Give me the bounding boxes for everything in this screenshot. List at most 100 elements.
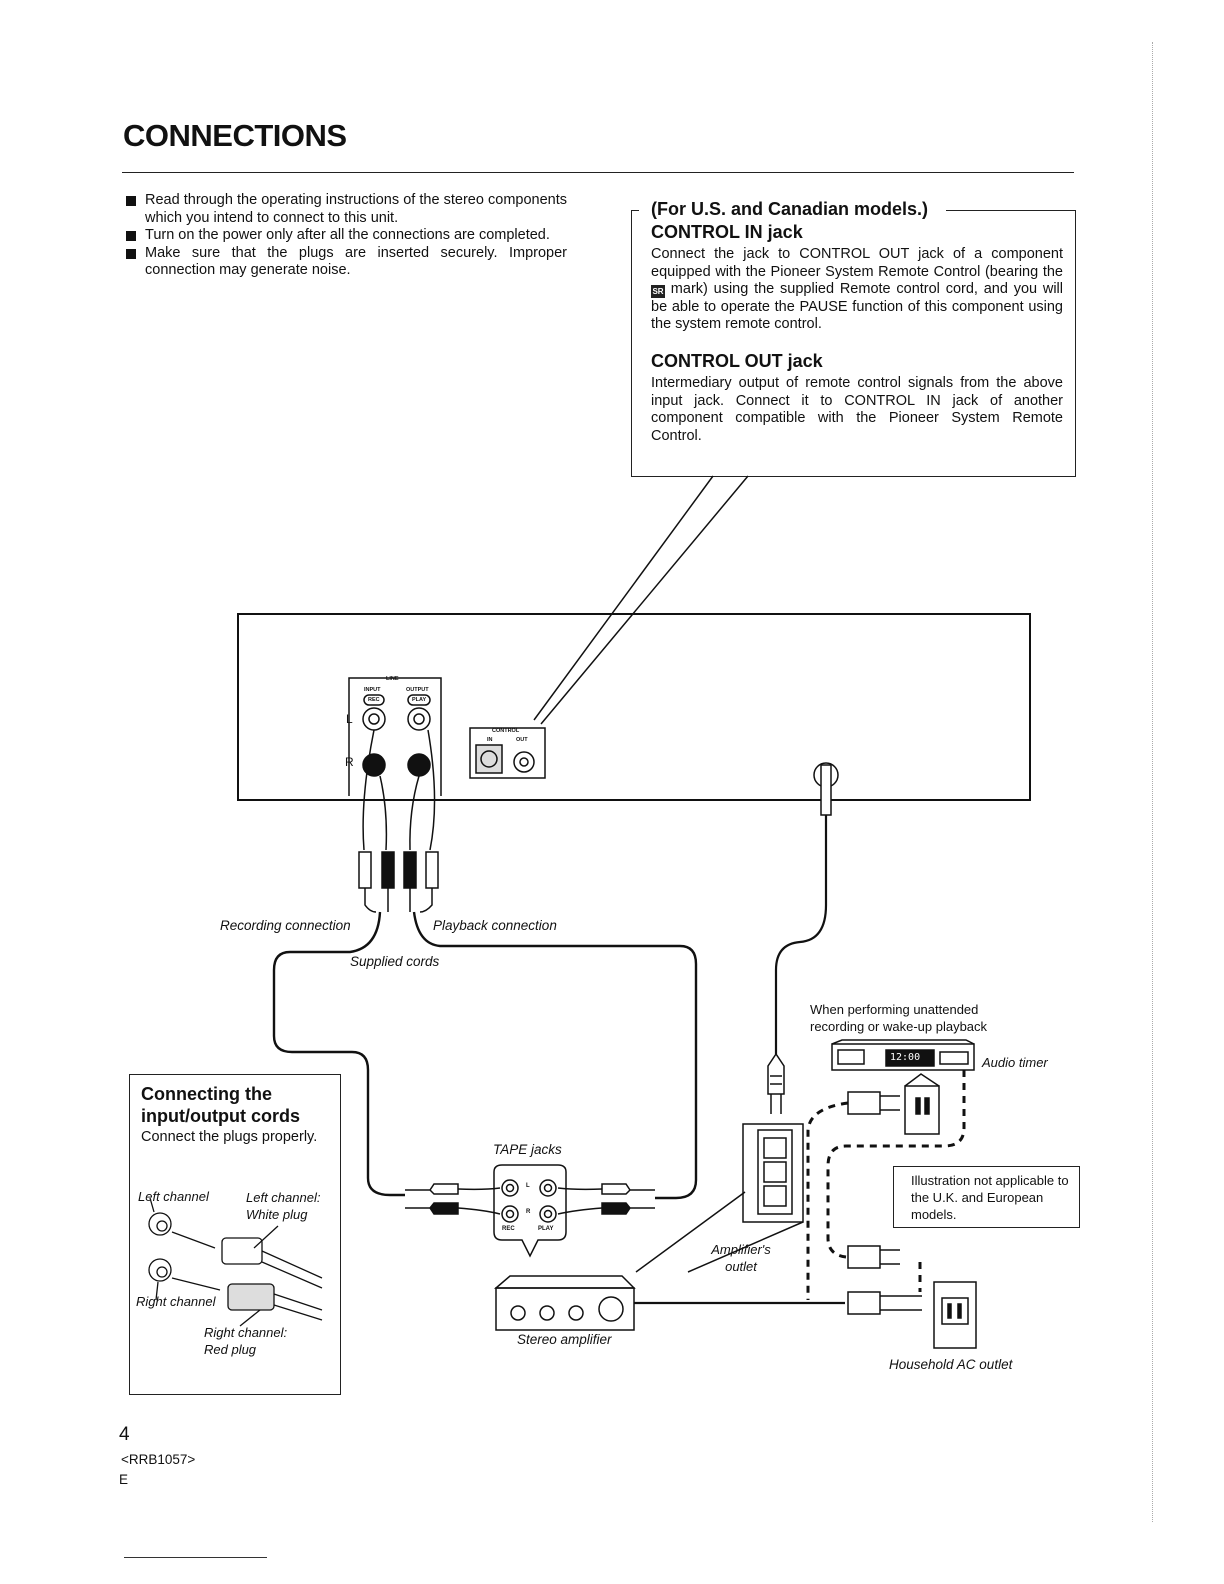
box-top-rule <box>631 210 639 211</box>
control-jack-frame <box>469 727 546 779</box>
tape-play-r-jack <box>539 1205 557 1223</box>
instruction-item: Read through the operating instructions … <box>125 192 567 227</box>
document-code: <RRB1057> <box>121 1452 196 1467</box>
playback-cord <box>412 911 698 1200</box>
control-out-text: Intermediary output of remote control si… <box>651 375 1063 444</box>
control-in-text-part1: Connect the jack to CONTROL OUT jack of … <box>651 246 1063 280</box>
callout-line <box>540 475 749 725</box>
tape-play-label: PLAY <box>538 1226 554 1232</box>
power-cord-strain <box>820 764 832 816</box>
play-badge <box>407 694 431 706</box>
models-subtitle: (For U.S. and Canadian models.) <box>651 199 935 220</box>
control-label: CONTROL <box>492 728 520 734</box>
instruction-item: Make sure that the plugs are inserted se… <box>125 245 567 280</box>
tape-plug-white <box>405 1183 459 1195</box>
amplifier-knob <box>539 1305 555 1321</box>
region-note-box: Illustration not applicable to the U.K. … <box>893 1166 1080 1228</box>
timer-outlet <box>904 1085 940 1135</box>
sr-mark-icon: SR <box>651 285 665 298</box>
supplied-cords-label: Supplied cords <box>350 954 440 969</box>
rca-cable <box>362 729 375 851</box>
rca-cable <box>379 775 388 851</box>
guide-subtext: Connect the plugs properly. <box>141 1129 318 1145</box>
power-cord <box>774 815 828 1054</box>
timer-display <box>885 1049 935 1067</box>
region-code: E <box>119 1472 129 1487</box>
rear-panel <box>237 613 1031 801</box>
line-jack-frame <box>348 677 442 796</box>
audio-timer-label: Audio timer <box>982 1055 1048 1070</box>
rca-plug-white <box>358 851 372 889</box>
connecting-cords-guide-box: Connecting the input/output cords Connec… <box>129 1074 341 1395</box>
amplifier-volume-knob <box>598 1296 624 1322</box>
rca-cable <box>427 729 436 851</box>
rca-cable <box>409 775 420 851</box>
control-out-label: OUT <box>516 737 528 743</box>
amplifier-outlet <box>757 1129 793 1215</box>
recording-cord <box>272 911 405 1197</box>
tape-plug-white <box>601 1183 655 1195</box>
control-in-jack <box>475 744 503 774</box>
amplifier-knob <box>510 1305 526 1321</box>
rca-cable <box>409 888 433 913</box>
rec-label: REC <box>368 697 380 703</box>
tape-play-l-jack <box>539 1179 557 1197</box>
output-l-jack <box>407 707 431 731</box>
recording-connection-label: Recording connection <box>220 918 351 933</box>
r-channel-label: R <box>345 755 354 769</box>
unattended-note: When performing unattended recording or … <box>810 1002 988 1034</box>
timer-plug <box>847 1091 881 1115</box>
control-in-text: Connect the jack to CONTROL OUT jack of … <box>651 246 1063 334</box>
rca-plug-red <box>403 851 417 889</box>
instruction-list: Read through the operating instructions … <box>125 192 567 280</box>
output-label: OUTPUT <box>406 687 429 693</box>
control-in-text-part2: mark) using the supplied Remote control … <box>651 281 1063 332</box>
guide-left-jack <box>148 1212 172 1236</box>
callout-line <box>533 475 714 721</box>
rca-plug-red <box>381 851 395 889</box>
region-note-text: Illustration not applicable to the U.K. … <box>911 1173 1069 1222</box>
tape-r-label: R <box>526 1209 531 1215</box>
audio-timer <box>831 1043 975 1071</box>
tape-rec-label: REC <box>502 1226 515 1232</box>
left-channel-plug-label: Left channel: White plug <box>246 1190 321 1222</box>
right-channel-plug-label: Right channel: Red plug <box>204 1325 288 1357</box>
amplifiers-outlet-label: Amplifier's outlet <box>711 1242 771 1274</box>
wall-plug <box>847 1291 881 1315</box>
rec-badge <box>363 694 385 706</box>
input-label: INPUT <box>364 687 381 693</box>
page-title: CONNECTIONS <box>123 118 347 153</box>
deck-power-plug <box>767 1052 785 1095</box>
play-label: PLAY <box>412 697 427 703</box>
playback-connection-label: Playback connection <box>433 918 557 933</box>
tape-jacks-label: TAPE jacks <box>493 1142 562 1157</box>
line-label: LINE <box>386 676 399 682</box>
timer-display-text: 12:00 <box>890 1052 921 1063</box>
tape-rec-l-jack <box>501 1179 519 1197</box>
guide-right-jack <box>148 1258 172 1282</box>
tape-plug-red <box>405 1202 459 1215</box>
page-edge <box>1152 42 1153 1522</box>
control-jack-info-box: (For U.S. and Canadian models.) CONTROL … <box>631 199 1076 477</box>
household-outlet-label: Household AC outlet <box>889 1357 1013 1372</box>
right-channel-label: Right channel <box>136 1294 216 1309</box>
rca-cable <box>364 888 389 913</box>
tape-plug-red <box>601 1202 655 1215</box>
l-channel-label: L <box>346 712 353 726</box>
tape-jacks-panel <box>493 1164 567 1258</box>
control-out-jack <box>513 751 535 773</box>
amplifier-top <box>493 1275 636 1289</box>
stereo-amplifier-label: Stereo amplifier <box>517 1332 612 1347</box>
stereo-amplifier <box>495 1287 635 1331</box>
timer-power-plug <box>847 1245 881 1269</box>
output-r-jack <box>407 753 431 777</box>
input-l-jack <box>362 707 386 731</box>
household-ac-outlet <box>933 1281 977 1349</box>
guide-red-plug <box>227 1283 275 1311</box>
tape-rec-r-jack <box>501 1205 519 1223</box>
rca-plug-white <box>425 851 439 889</box>
page-number: 4 <box>119 1424 130 1445</box>
control-out-heading: CONTROL OUT jack <box>651 351 823 371</box>
title-rule <box>122 172 1074 173</box>
